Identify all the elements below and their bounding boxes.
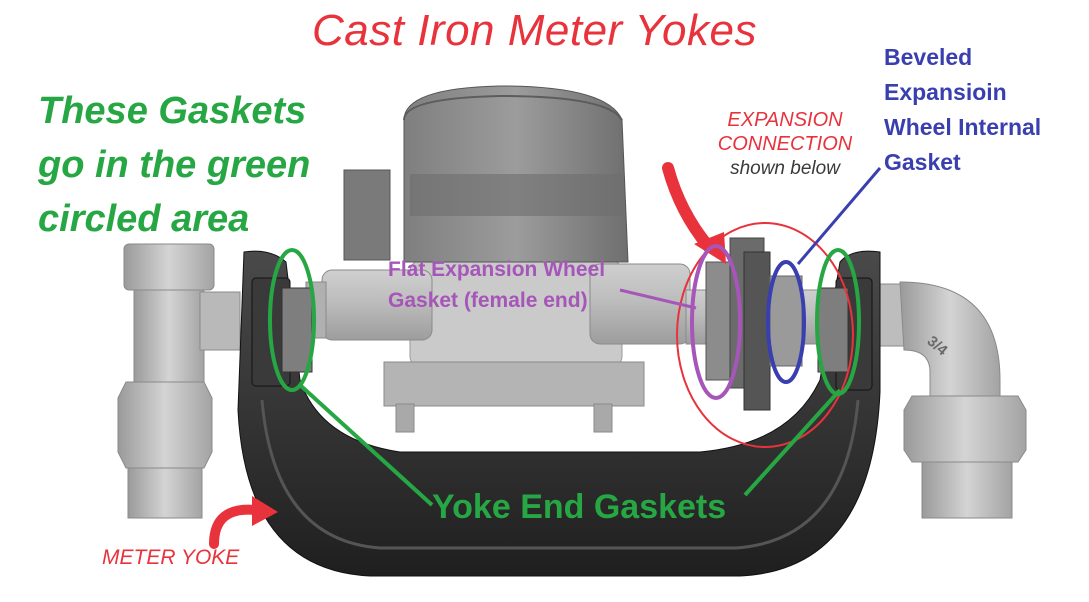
yoke-end-gaskets-label: Yoke End Gaskets bbox=[432, 488, 727, 526]
left-yoke-gasket-circle bbox=[268, 248, 316, 392]
beveled-gasket-label: Beveled Expansioin Wheel Internal Gasket bbox=[884, 40, 1041, 180]
beveled-gasket-leader-line bbox=[796, 167, 882, 265]
gasket-location-note: These Gaskets go in the green circled ar… bbox=[38, 84, 310, 246]
meter-yoke-label: METER YOKE bbox=[102, 546, 240, 569]
beveled-gasket-blue-circle bbox=[766, 260, 806, 384]
expansion-subtitle: shown below bbox=[730, 158, 840, 179]
expansion-label-line: EXPANSION bbox=[727, 109, 843, 131]
beveled-label-line: Gasket bbox=[884, 149, 961, 175]
flat-gasket-leader-line bbox=[619, 288, 697, 310]
meter-yoke-arrowhead-icon bbox=[252, 496, 278, 526]
flat-gasket-label: Flat Expansion Wheel Gasket (female end) bbox=[388, 254, 605, 316]
gasket-note-line: circled area bbox=[38, 198, 250, 240]
water-meter bbox=[305, 85, 691, 433]
gasket-note-line: These Gaskets bbox=[38, 90, 307, 132]
beveled-label-line: Expansioin bbox=[884, 79, 1007, 105]
gasket-note-line: go in the green bbox=[38, 144, 311, 186]
expansion-label-line: CONNECTION bbox=[717, 133, 853, 155]
right-outlet-elbow: 3/4 bbox=[861, 281, 1027, 519]
beveled-label-line: Wheel Internal bbox=[884, 114, 1042, 140]
expansion-connection-arrow bbox=[662, 162, 714, 252]
right-yoke-leader-line bbox=[743, 388, 842, 497]
left-yoke-leader-line bbox=[298, 383, 434, 507]
cast-iron-yoke bbox=[237, 250, 881, 577]
flat-gasket-purple-circle bbox=[690, 244, 742, 400]
beveled-label-line: Beveled bbox=[884, 44, 973, 70]
expansion-connection-red-circle bbox=[676, 222, 854, 448]
expansion-connection-label: EXPANSION CONNECTION shown below bbox=[690, 108, 880, 182]
annotation-layer bbox=[209, 162, 882, 549]
flat-label-line: Flat Expansion Wheel bbox=[388, 258, 606, 281]
left-inlet-fitting bbox=[117, 243, 241, 519]
meter-yoke-arrow bbox=[209, 504, 261, 549]
page-title: Cast Iron Meter Yokes bbox=[312, 6, 757, 55]
flat-label-line: Gasket (female end) bbox=[388, 289, 588, 312]
